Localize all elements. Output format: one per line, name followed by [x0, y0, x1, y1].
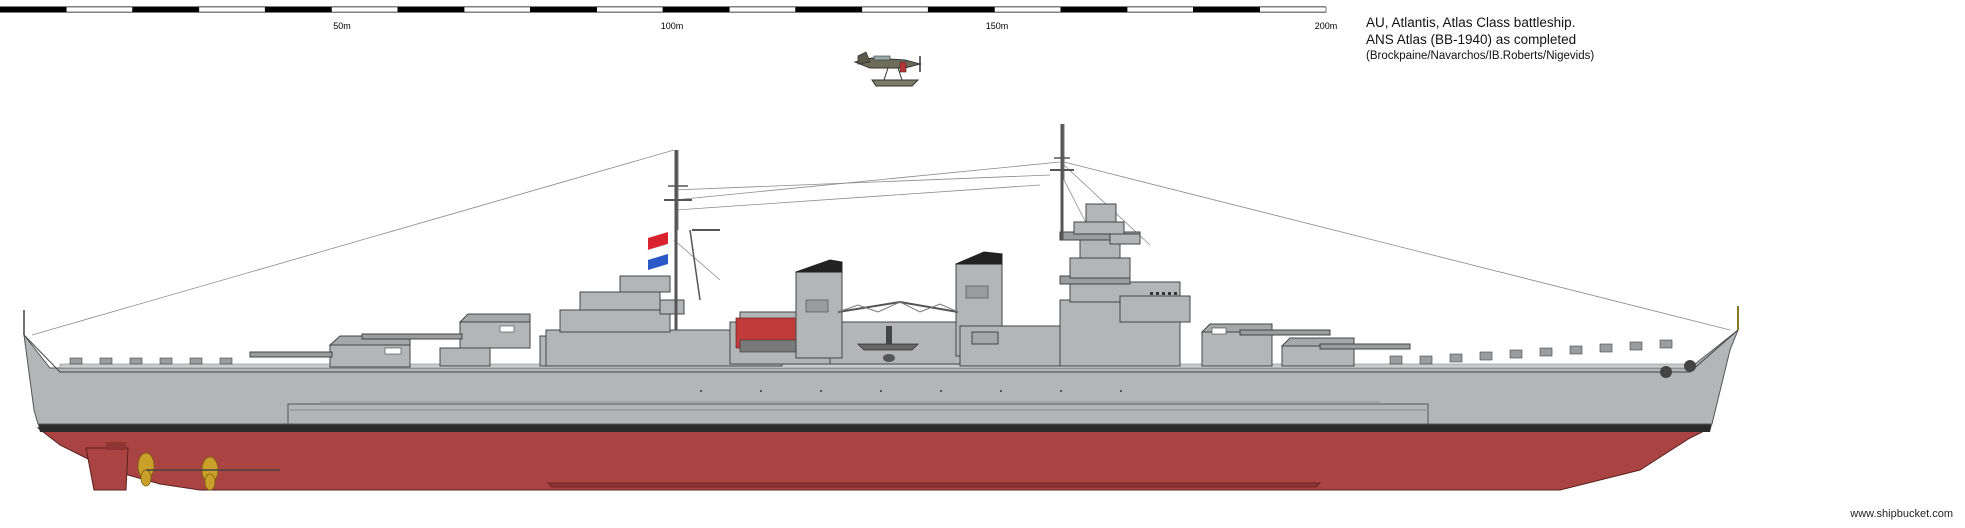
armor-belt — [287, 403, 1429, 425]
lower-hull — [36, 427, 1711, 491]
forward-light-aa-guns — [1389, 339, 1673, 365]
rudder — [85, 442, 129, 491]
deck-railing — [59, 363, 1691, 369]
hull-portholes — [700, 390, 1122, 392]
scale-bar-segments — [0, 6, 1327, 13]
title-line-2: ANS Atlas (BB-1940) as completed — [1366, 32, 1577, 47]
floatplane-on-catapult — [857, 326, 919, 362]
mainmast — [664, 150, 720, 330]
turret-aft-upper — [361, 313, 531, 367]
propeller-icon — [137, 452, 219, 491]
title-block: AU, Atlantis, Atlas Class battleship. AN… — [1366, 14, 1594, 64]
title-line-3: (Brockpaine/Navarchos/IB.Roberts/Nigevid… — [1366, 50, 1595, 62]
bilge-keel — [547, 482, 1321, 488]
aft-funnel — [795, 259, 843, 359]
bridge-tower — [1059, 203, 1191, 367]
title-line-1: AU, Atlantis, Atlas Class battleship. — [1366, 15, 1576, 30]
scale-label-50m: 50m — [333, 21, 351, 31]
deck-line — [23, 329, 1739, 373]
turret-forward-upper — [1200, 323, 1331, 367]
turret-aft-lower — [249, 335, 411, 368]
floatplane-drawing — [853, 51, 922, 87]
turret-forward-lower — [1280, 337, 1411, 367]
ensign-flag — [647, 232, 669, 270]
boot-topping — [38, 424, 1712, 432]
scale-label-200m: 200m — [1315, 21, 1338, 31]
scale-bar: 50m 100m 150m 200m — [0, 6, 1338, 31]
aft-light-aa-guns — [69, 357, 233, 365]
rigging-wires — [31, 149, 1731, 336]
anchor-icon — [1660, 360, 1696, 378]
foremast — [1050, 124, 1074, 240]
scale-label-100m: 100m — [661, 21, 684, 31]
amidships-structure — [729, 311, 961, 365]
aircraft-crane — [837, 300, 959, 313]
scale-label-150m: 150m — [986, 21, 1009, 31]
scale-bar-cell — [1259, 6, 1327, 13]
credit-text: www.shipbucket.com — [1850, 508, 1953, 520]
